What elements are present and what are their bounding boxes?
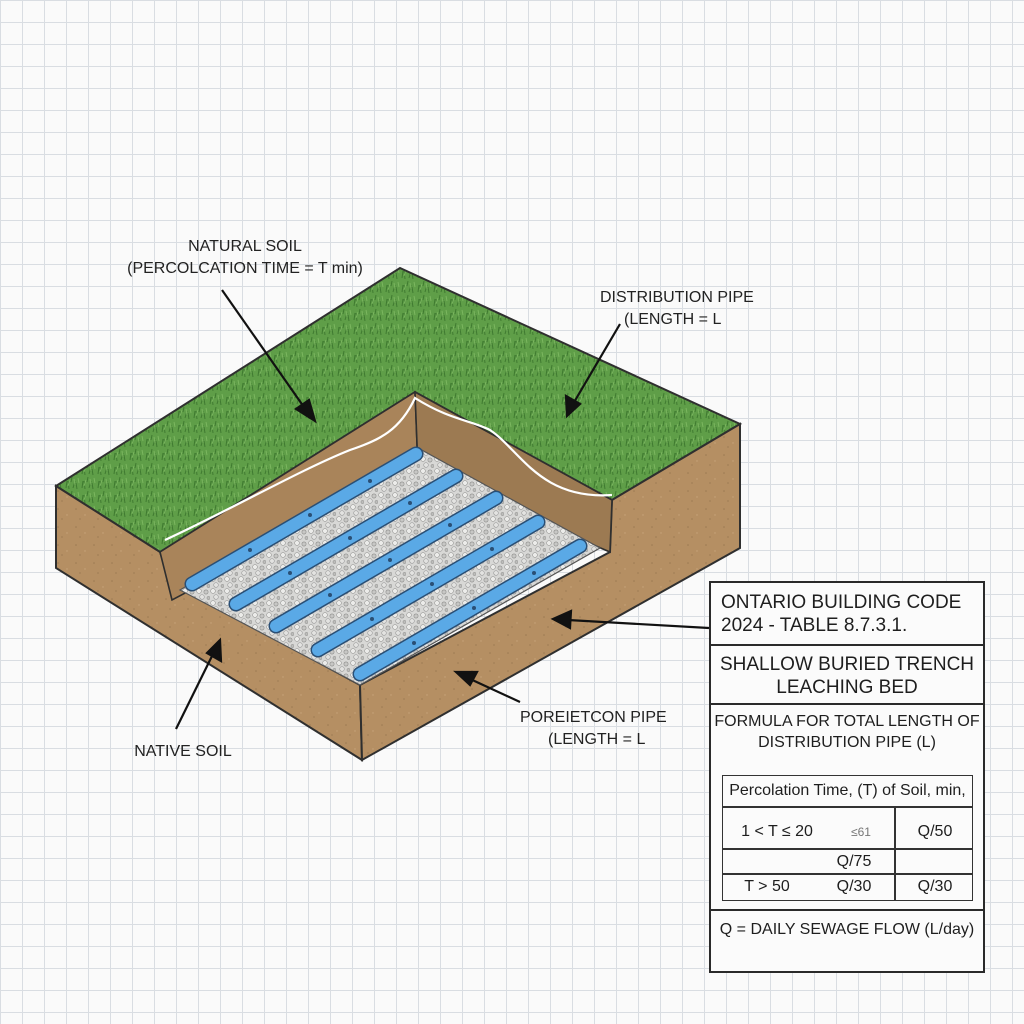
- panel-divider: [711, 703, 983, 705]
- pit-right-wall: [414, 390, 613, 554]
- distribution-pipe-label: DISTRIBUTION PIPE (LENGTH = L: [600, 287, 800, 331]
- perforated-pipe-title: POREIETCON PIPE: [520, 709, 667, 726]
- natural-soil-title: NATURAL SOIL: [188, 238, 302, 255]
- pipe-5: [352, 538, 588, 682]
- sewage-flow-note: Q = DAILY SEWAGE FLOW (L/day): [719, 921, 975, 938]
- arrow-native-soil: [175, 651, 215, 730]
- pipe-1: [184, 446, 424, 592]
- perforated-pipe-label: POREIETCON PIPE (LENGTH = L: [520, 707, 690, 751]
- table-rule: [723, 806, 972, 808]
- formula-heading-line2: DISTRIBUTION PIPE (L): [758, 734, 936, 751]
- panel-title-line2: 2024 - TABLE 8.7.3.1.: [721, 615, 908, 636]
- natural-soil-subtitle: (PERCOLCATION TIME = T min): [127, 260, 363, 277]
- percolation-table: Percolation Time, (T) of Soil, min, 1 < …: [722, 775, 973, 901]
- leader-arrows: [175, 289, 710, 730]
- formula-heading: FORMULA FOR TOTAL LENGTH OF DISTRIBUTION…: [711, 711, 983, 753]
- table-cell: Q/50: [917, 823, 953, 840]
- panel-divider: [711, 644, 983, 646]
- panel-subtitle-line1: SHALLOW BURIED TRENCH: [719, 654, 975, 675]
- perforated-pipe-subtitle: (LENGTH = L: [548, 731, 646, 748]
- table-cell: Q/30: [836, 878, 872, 895]
- table-rule: [723, 848, 972, 850]
- panel-title-line1: ONTARIO BUILDING CODE: [721, 592, 962, 613]
- panel-title: ONTARIO BUILDING CODE 2024 - TABLE 8.7.3…: [711, 591, 993, 637]
- table-rule: [723, 873, 972, 875]
- arrow-distribution-pipe: [572, 323, 621, 405]
- table-cell: ≤61: [851, 825, 871, 839]
- natural-soil-label: NATURAL SOIL (PERCOLCATION TIME = T min): [110, 236, 380, 280]
- building-code-panel: ONTARIO BUILDING CODE 2024 - TABLE 8.7.3…: [709, 581, 985, 973]
- native-soil-label: NATIVE SOIL: [134, 743, 232, 760]
- pipe-2: [228, 468, 464, 612]
- table-rule: [894, 806, 896, 900]
- panel-subtitle: SHALLOW BURIED TRENCH LEACHING BED: [711, 653, 983, 699]
- panel-divider: [711, 909, 983, 911]
- arrow-perforated-pipe: [467, 677, 521, 703]
- pipe-4: [310, 514, 546, 658]
- distribution-pipe-subtitle: (LENGTH = L: [624, 311, 722, 328]
- table-cell: T > 50: [744, 878, 790, 895]
- table-cell: Q/75: [836, 853, 872, 870]
- topsoil-boundary-line: [164, 396, 613, 541]
- arrow-natural-soil: [221, 289, 307, 411]
- table-header: Percolation Time, (T) of Soil, min,: [729, 782, 966, 799]
- table-cell: Q/30: [917, 878, 953, 895]
- formula-heading-line1: FORMULA FOR TOTAL LENGTH OF: [714, 713, 980, 730]
- arrow-code-panel: [567, 618, 710, 630]
- distribution-pipes: [184, 446, 588, 682]
- panel-subtitle-line2: LEACHING BED: [776, 677, 918, 698]
- distribution-pipe-title: DISTRIBUTION PIPE: [600, 289, 754, 306]
- table-cell: 1 < T ≤ 20: [741, 823, 813, 840]
- pipe-3: [268, 490, 504, 634]
